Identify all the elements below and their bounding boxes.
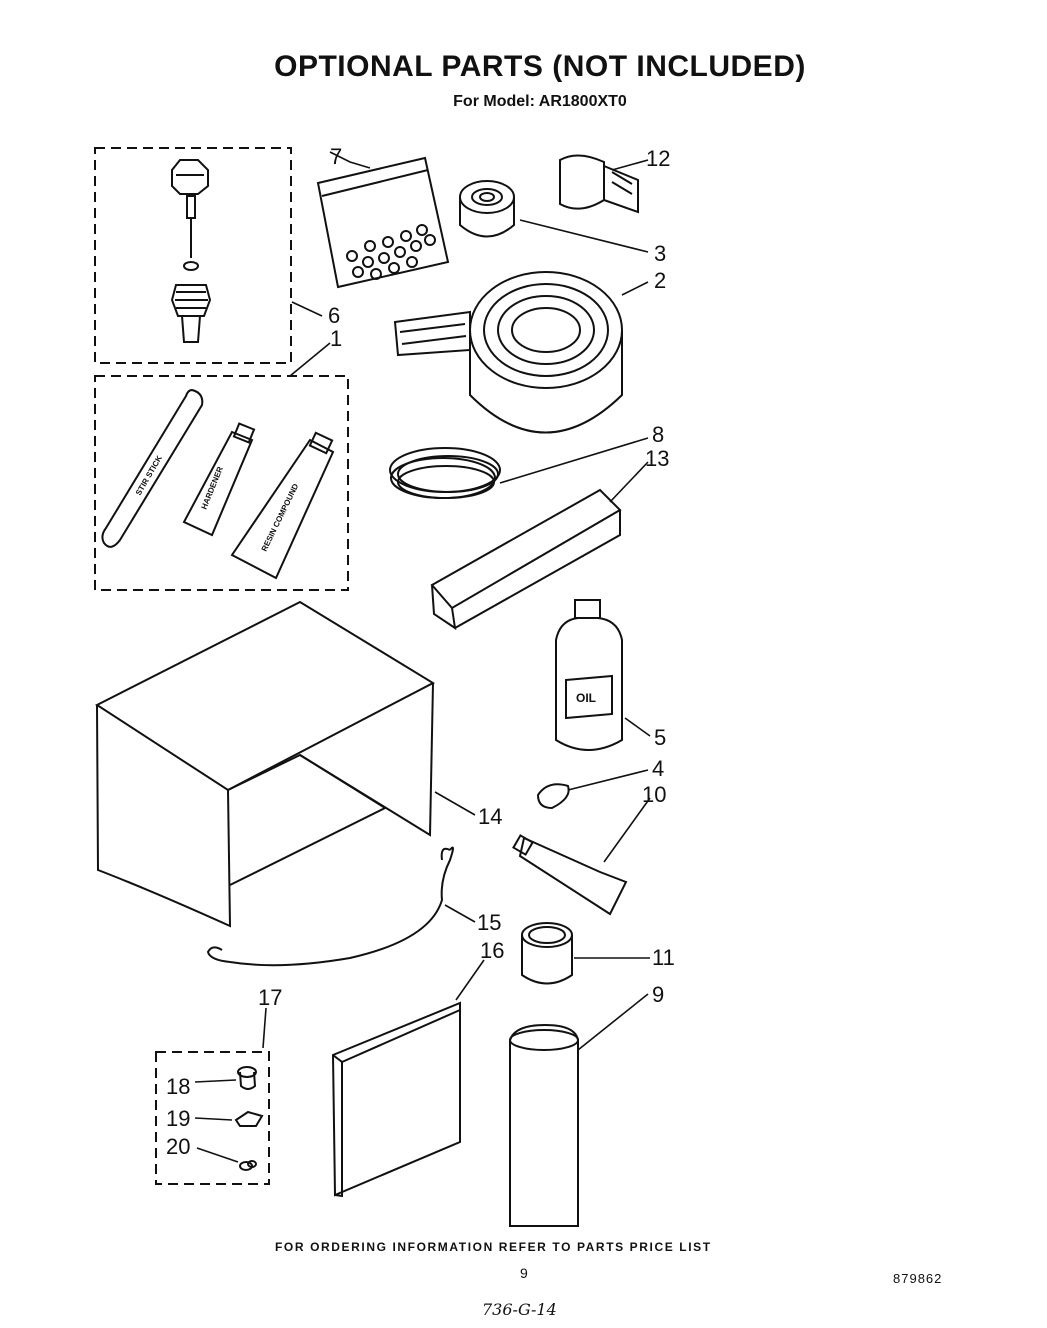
page-number: 9 bbox=[520, 1265, 528, 1281]
callout-6: 6 bbox=[328, 303, 340, 328]
callout-5: 5 bbox=[654, 725, 666, 750]
spray-can-icon bbox=[509, 1023, 579, 1227]
callout-14: 14 bbox=[478, 804, 502, 829]
callout-17: 17 bbox=[258, 985, 282, 1010]
repair-kit-box bbox=[94, 375, 349, 591]
callout-16: 16 bbox=[480, 938, 504, 963]
callout-7: 7 bbox=[330, 144, 342, 169]
oil-label: OIL bbox=[576, 691, 596, 705]
document-number: 879862 bbox=[893, 1271, 943, 1286]
page-title: OPTIONAL PARTS (NOT INCLUDED) bbox=[274, 50, 806, 83]
wire-coil-icon bbox=[389, 447, 501, 499]
valve-kit-box bbox=[94, 147, 292, 364]
filter-pad-icon bbox=[331, 1001, 461, 1198]
model-subtitle: For Model: AR1800XT0 bbox=[453, 93, 627, 110]
callout-15: 15 bbox=[477, 910, 501, 935]
callout-9: 9 bbox=[652, 982, 664, 1007]
hook-cord-icon bbox=[206, 846, 454, 967]
ordering-note: FOR ORDERING INFORMATION REFER TO PARTS … bbox=[275, 1240, 712, 1254]
resin-tube-icon bbox=[230, 431, 335, 580]
parts-bag-icon bbox=[316, 156, 450, 289]
capsule-icon bbox=[536, 783, 570, 810]
callout-10: 10 bbox=[642, 782, 666, 807]
leader-lines bbox=[194, 151, 651, 1163]
callout-20: 20 bbox=[166, 1134, 190, 1159]
callout-8: 8 bbox=[652, 422, 664, 447]
insulation-roll-icon bbox=[393, 271, 623, 434]
oil-bottle-icon bbox=[555, 599, 623, 751]
hardener-tube-icon bbox=[182, 422, 256, 537]
valve-assembly-icon bbox=[170, 159, 212, 343]
callout-19: 19 bbox=[166, 1106, 190, 1131]
callout-11: 11 bbox=[652, 945, 675, 970]
handwritten-note: 736-G-14 bbox=[482, 1300, 557, 1319]
cover-icon bbox=[94, 600, 436, 928]
stir-stick-icon bbox=[101, 388, 204, 548]
clip-19-icon bbox=[234, 1110, 264, 1127]
clip-20-icon bbox=[239, 1160, 257, 1171]
tape-strip-icon bbox=[559, 154, 639, 214]
knob-18-icon bbox=[237, 1066, 257, 1090]
can-icon bbox=[521, 922, 573, 985]
callout-4: 4 bbox=[652, 756, 664, 781]
sealant-tube-icon bbox=[512, 834, 628, 916]
callout-12: 12 bbox=[646, 146, 670, 171]
callout-18: 18 bbox=[166, 1074, 190, 1099]
callout-1: 1 bbox=[330, 326, 342, 351]
callout-3: 3 bbox=[654, 241, 666, 266]
mounting-kit-box bbox=[155, 1051, 270, 1185]
callout-13: 13 bbox=[645, 446, 669, 471]
foam-strip-icon bbox=[430, 488, 622, 631]
tape-roll-small-icon bbox=[459, 180, 515, 238]
callout-2: 2 bbox=[654, 268, 666, 293]
